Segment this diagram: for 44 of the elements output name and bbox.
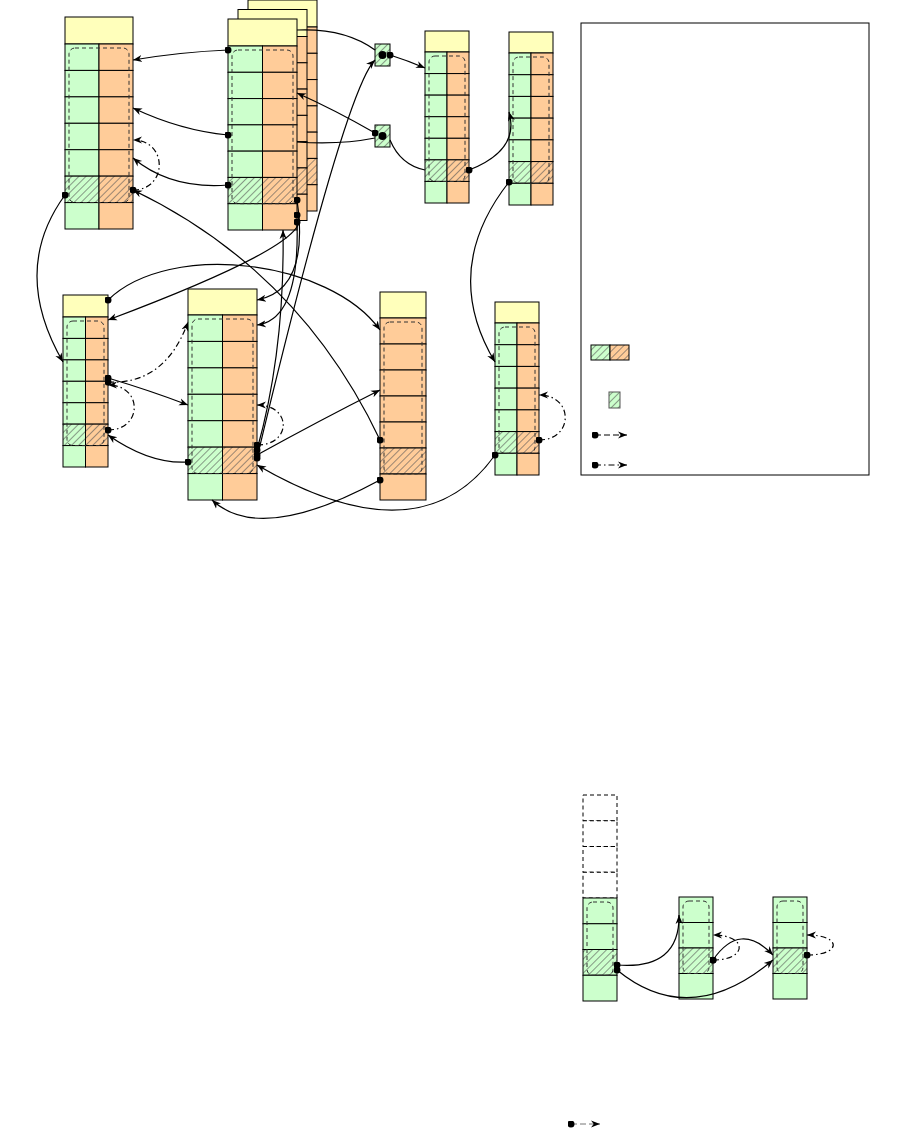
pointer-arrow bbox=[465, 111, 515, 174]
pointer-arrow bbox=[803, 931, 834, 959]
pointer-arrow bbox=[211, 476, 384, 519]
memory-block bbox=[508, 31, 554, 206]
pointer-arrow bbox=[107, 434, 192, 466]
pointer-arrow bbox=[709, 931, 740, 964]
pointer-arrow bbox=[132, 107, 232, 139]
pointer-arrow bbox=[613, 914, 683, 969]
memory-block bbox=[62, 294, 109, 468]
pointer-arrow bbox=[253, 59, 376, 462]
connector-line bbox=[296, 137, 376, 144]
memory-block bbox=[772, 896, 808, 1000]
pointer-arrow bbox=[256, 218, 301, 327]
pointer-arrow bbox=[104, 374, 189, 406]
pointer-arrow bbox=[296, 92, 379, 137]
pointer-arrow bbox=[613, 959, 774, 999]
memory-block bbox=[64, 16, 134, 230]
memory-cell bbox=[374, 43, 391, 67]
pointer-arrow bbox=[104, 321, 189, 386]
pointer-arrow bbox=[253, 229, 287, 454]
connector-line bbox=[389, 139, 426, 171]
pointer-arrow bbox=[107, 211, 301, 321]
pointer-arrow bbox=[256, 451, 499, 511]
connector-line bbox=[296, 29, 376, 51]
memory-block bbox=[494, 301, 540, 476]
pointer-arrow bbox=[36, 191, 69, 363]
memory-block bbox=[227, 0, 318, 231]
pointer-arrow bbox=[470, 178, 513, 363]
memory-block bbox=[424, 30, 470, 204]
pointer-arrow bbox=[256, 196, 301, 302]
pointer-arrow bbox=[132, 46, 232, 63]
memory-block bbox=[678, 896, 714, 1000]
pointer-arrow bbox=[132, 157, 232, 189]
pointer-arrow bbox=[129, 137, 160, 194]
pointer-arrow bbox=[104, 382, 135, 434]
pointer-arrow bbox=[253, 402, 284, 449]
memory-block bbox=[187, 288, 258, 501]
memory-block bbox=[379, 291, 427, 501]
pointer-arrow bbox=[535, 392, 566, 444]
memory-cell bbox=[374, 124, 391, 148]
pointer-arrow bbox=[386, 51, 426, 69]
pointer-arrow bbox=[104, 263, 381, 331]
pointer-arrow bbox=[132, 189, 384, 444]
memory-block bbox=[582, 794, 618, 1002]
